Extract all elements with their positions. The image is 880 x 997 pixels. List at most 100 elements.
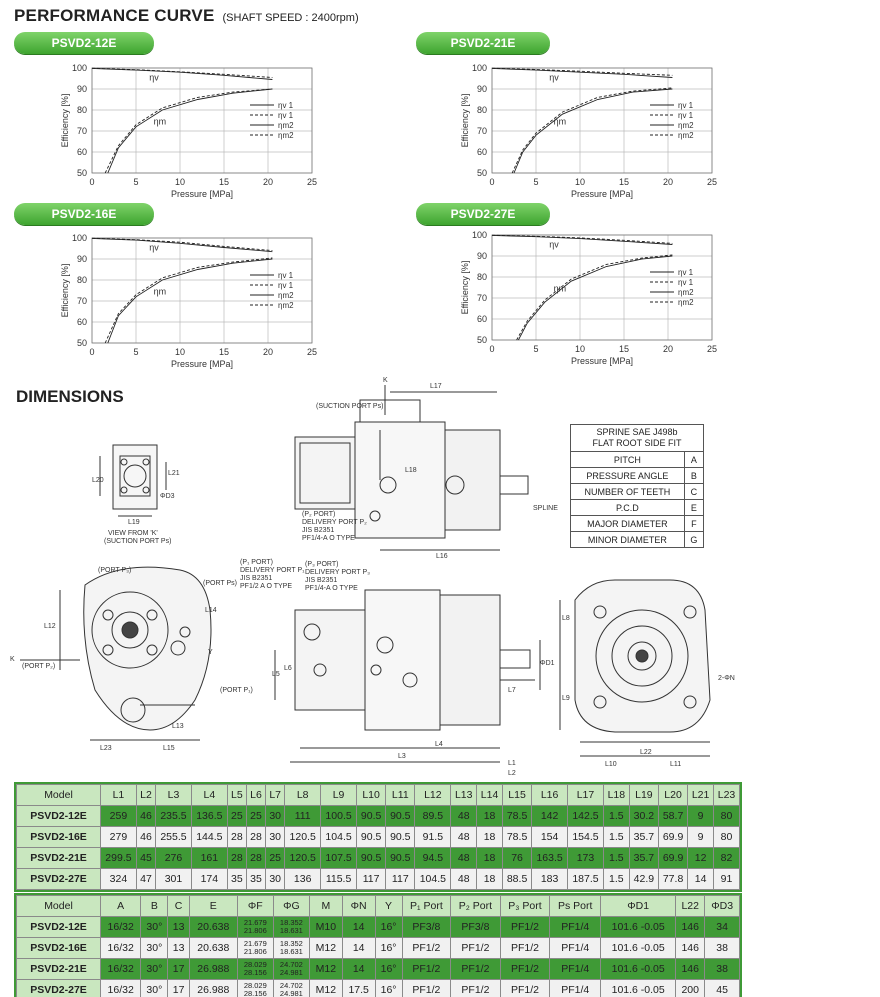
spline-symbol: E — [683, 499, 705, 516]
value-cell: 16° — [374, 979, 403, 997]
annotation-eta-m: ηm — [554, 284, 567, 294]
value-cell: 101.6 -0.05 — [600, 916, 677, 938]
tolerance-value: 21.806 — [243, 926, 267, 935]
value-cell: PF1/4 — [549, 937, 602, 959]
annotation-eta-m: ηm — [154, 117, 167, 127]
value-cell: 100.5 — [320, 805, 358, 827]
annotation-eta-v: ηv — [549, 240, 559, 250]
value-cell: 90.5 — [356, 805, 387, 827]
header-col: L23 — [713, 784, 740, 806]
label-port-p2: (PORT P₂) — [22, 663, 55, 670]
x-tick-label: 0 — [489, 177, 494, 187]
front-view — [20, 566, 212, 741]
header-col: E — [188, 895, 238, 917]
header-col: B — [140, 895, 169, 917]
spline-param: P.C.D — [570, 499, 685, 516]
label-od1: ΦD1 — [540, 660, 555, 667]
x-tick-label: 15 — [619, 344, 629, 354]
y-axis-label: Efficiency [%] — [460, 94, 470, 148]
label-l11: L11 — [670, 761, 681, 768]
series-line — [491, 67, 673, 76]
value-cell: 111 — [284, 805, 322, 827]
model-cell: PSVD2-16E — [16, 937, 101, 959]
y-tick-label: 50 — [477, 168, 487, 178]
header-col: L14 — [476, 784, 503, 806]
value-cell: 30° — [140, 979, 169, 997]
label-p1-delivery: DELIVERY PORT P₁ — [240, 567, 305, 574]
series-line — [511, 87, 673, 174]
value-cell: 144.5 — [190, 826, 228, 848]
label-od3: ΦD3 — [160, 493, 175, 500]
plot-frame — [91, 237, 313, 344]
series-line — [491, 234, 673, 245]
legend-label: ηm2 — [278, 301, 294, 310]
value-cell: 279 — [100, 826, 137, 848]
heading-subtitle: (SHAFT SPEED : 2400rpm) — [222, 12, 359, 24]
header-col: L1 — [100, 784, 137, 806]
label-l14: L14 — [205, 607, 217, 614]
x-tick-label: 5 — [133, 347, 138, 357]
value-cell: 45 — [135, 847, 157, 869]
x-tick-label: 25 — [707, 177, 717, 187]
legend-label: ηm2 — [278, 131, 294, 140]
annotation-eta-m: ηm — [554, 117, 567, 127]
value-cell: 101.6 -0.05 — [600, 958, 677, 980]
header-col: P₃ Port — [499, 895, 551, 917]
value-cell: 154 — [531, 826, 569, 848]
plot-frame — [491, 234, 713, 341]
value-cell: 80 — [713, 826, 740, 848]
value-cell: 101.6 -0.05 — [600, 937, 677, 959]
header-col: ΦF — [236, 895, 274, 917]
tolerance-value: 24.981 — [279, 968, 303, 977]
legend-label: ηv 1 — [678, 268, 694, 277]
legend-label: ηm2 — [678, 121, 694, 130]
series-line — [491, 67, 673, 78]
series-line — [107, 258, 273, 344]
value-cell: 1.5 — [602, 826, 630, 848]
header-col: C — [167, 895, 190, 917]
y-tick-label: 70 — [77, 296, 87, 306]
value-cell: 173 — [567, 847, 604, 869]
value-cell: 94.5 — [414, 847, 452, 869]
header-col: L17 — [567, 784, 604, 806]
model-cell: PSVD2-12E — [16, 916, 101, 938]
legend-label: ηm2 — [278, 121, 294, 130]
label-k: K — [383, 377, 388, 384]
value-cell: 80 — [713, 805, 740, 827]
value-cell: PF3/8 — [401, 916, 452, 938]
label-port-p1: (PORT P₁) — [220, 687, 253, 694]
header-col: L12 — [414, 784, 452, 806]
value-cell: 161 — [190, 847, 228, 869]
series-line — [91, 67, 273, 80]
value-cell: 235.5 — [155, 805, 192, 827]
value-cell: PF1/2 — [499, 937, 551, 959]
value-cell: 120.5 — [284, 826, 322, 848]
label-l10: L10 — [605, 761, 617, 768]
value-cell: 28 — [226, 826, 247, 848]
x-tick-label: 0 — [89, 177, 94, 187]
value-cell: 30.2 — [628, 805, 659, 827]
header-col: ΦD1 — [600, 895, 677, 917]
label-2-n: 2-ΦN — [718, 675, 735, 682]
header-col: L18 — [602, 784, 630, 806]
value-cell: 69.9 — [657, 847, 689, 869]
x-tick-label: 25 — [707, 344, 717, 354]
y-axis-label: Efficiency [%] — [460, 261, 470, 315]
label-p1-port: (P₁ PORT) — [240, 559, 273, 566]
legend-label: ηv 1 — [678, 101, 694, 110]
value-cell: 48 — [450, 805, 478, 827]
label-l21: L21 — [168, 470, 180, 477]
value-cell: M12 — [308, 958, 343, 980]
x-tick-label: 5 — [533, 344, 538, 354]
header-col: ΦG — [272, 895, 310, 917]
tolerance-value: 21.806 — [243, 947, 267, 956]
